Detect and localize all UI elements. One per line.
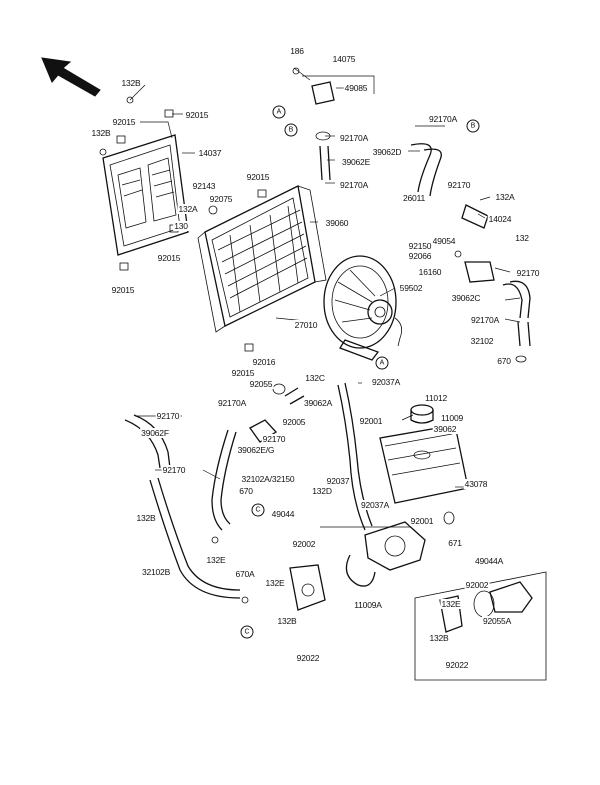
front-arrow bbox=[41, 57, 101, 97]
label-49085: 49085 bbox=[343, 83, 369, 93]
label-132b-4: 132B bbox=[276, 616, 298, 626]
fan-assembly bbox=[323, 255, 403, 361]
label-39062a: 39062A bbox=[302, 398, 334, 408]
label-132b-2: 132B bbox=[90, 128, 112, 138]
label-132-1: 132 bbox=[514, 233, 530, 243]
label-671: 671 bbox=[447, 538, 463, 548]
water-pump bbox=[289, 521, 426, 611]
label-92150: 92150 bbox=[407, 241, 433, 251]
label-132b-3: 132B bbox=[135, 513, 157, 523]
label-92001-2: 92001 bbox=[409, 516, 435, 526]
label-92170a-1: 92170A bbox=[427, 114, 459, 124]
label-92015-5: 92015 bbox=[110, 285, 136, 295]
label-92170a-3: 92170A bbox=[338, 180, 370, 190]
label-92066: 92066 bbox=[407, 251, 433, 261]
label-27010: 27010 bbox=[293, 320, 319, 330]
label-92170-4: 92170 bbox=[261, 434, 287, 444]
label-92002-1: 92002 bbox=[291, 539, 317, 549]
label-92037a-2: 92037A bbox=[359, 500, 391, 510]
radiator bbox=[197, 185, 327, 333]
label-92001-1: 92001 bbox=[358, 416, 384, 426]
label-59502: 59502 bbox=[398, 283, 424, 293]
label-92005: 92005 bbox=[281, 417, 307, 427]
label-39062: 39062 bbox=[432, 424, 458, 434]
label-132c: 132C bbox=[304, 373, 326, 383]
label-670a: 670A bbox=[234, 569, 256, 579]
label-92075: 92075 bbox=[208, 194, 234, 204]
label-11009: 11009 bbox=[439, 413, 465, 423]
label-39062f: 39062F bbox=[140, 428, 170, 438]
label-92015-1: 92015 bbox=[184, 110, 210, 120]
label-14075: 14075 bbox=[331, 54, 357, 64]
label-16160: 16160 bbox=[417, 267, 443, 277]
label-132a-2: 132A bbox=[177, 204, 199, 214]
label-130: 130 bbox=[173, 221, 189, 231]
callout-c-1: C bbox=[251, 503, 265, 517]
label-92022-1: 92022 bbox=[295, 653, 321, 663]
label-132e-3: 132E bbox=[440, 599, 462, 609]
label-14037: 14037 bbox=[197, 148, 223, 158]
label-32102a-32150: 32102A/32150 bbox=[240, 474, 296, 484]
label-132e-2: 132E bbox=[264, 578, 286, 588]
callout-a-1: A bbox=[272, 105, 286, 119]
label-132a: 132A bbox=[494, 192, 516, 202]
label-132b-5: 132B bbox=[428, 633, 450, 643]
label-26011: 26011 bbox=[401, 193, 427, 203]
label-49044a: 49044A bbox=[473, 556, 505, 566]
label-132b-1: 132B bbox=[120, 78, 142, 88]
label-92170-5: 92170 bbox=[161, 465, 187, 475]
label-39062d: 39062D bbox=[371, 147, 403, 157]
label-186: 186 bbox=[289, 46, 305, 56]
label-92016: 92016 bbox=[251, 357, 277, 367]
label-43078: 43078 bbox=[463, 479, 489, 489]
label-92037a-1: 92037A bbox=[370, 377, 402, 387]
label-49054: 49054 bbox=[431, 236, 457, 246]
label-670-1: 670 bbox=[496, 356, 512, 366]
label-39062e: 39062E bbox=[340, 157, 372, 167]
label-92015-4: 92015 bbox=[156, 253, 182, 263]
label-92015-3: 92015 bbox=[245, 172, 271, 182]
callout-a-2: A bbox=[375, 356, 389, 370]
radiator-screen bbox=[102, 134, 189, 256]
label-39062c: 39062C bbox=[450, 293, 482, 303]
label-92170a-5: 92170A bbox=[216, 398, 248, 408]
label-92022-2: 92022 bbox=[444, 660, 470, 670]
label-92170a-4: 92170A bbox=[469, 315, 501, 325]
fasteners bbox=[99, 67, 527, 604]
label-14024: 14024 bbox=[487, 214, 513, 224]
label-92055a: 92055A bbox=[481, 616, 513, 626]
label-92015-2: 92015 bbox=[111, 117, 137, 127]
label-92170a-2: 92170A bbox=[338, 133, 370, 143]
label-92037: 92037 bbox=[325, 476, 351, 486]
label-92170-2: 92170 bbox=[515, 268, 541, 278]
callout-b-2: B bbox=[466, 119, 480, 133]
label-92170-3: 92170 bbox=[155, 411, 181, 421]
callout-b-1: B bbox=[284, 123, 298, 137]
label-32102: 32102 bbox=[469, 336, 495, 346]
label-39060: 39060 bbox=[324, 218, 350, 228]
label-32102b: 32102B bbox=[140, 567, 172, 577]
label-11012: 11012 bbox=[423, 393, 449, 403]
label-39062eg: 39062E/G bbox=[236, 445, 276, 455]
label-49044: 49044 bbox=[270, 509, 296, 519]
label-92143: 92143 bbox=[191, 181, 217, 191]
label-11009a: 11009A bbox=[353, 600, 383, 610]
label-132d: 132D bbox=[311, 486, 333, 496]
label-92015-6: 92015 bbox=[230, 368, 256, 378]
label-92002-2: 92002 bbox=[464, 580, 490, 590]
label-132e-1: 132E bbox=[205, 555, 227, 565]
label-670-2: 670 bbox=[238, 486, 254, 496]
label-92170-1: 92170 bbox=[446, 180, 472, 190]
callout-c-2: C bbox=[240, 625, 254, 639]
label-92055: 92055 bbox=[248, 379, 274, 389]
